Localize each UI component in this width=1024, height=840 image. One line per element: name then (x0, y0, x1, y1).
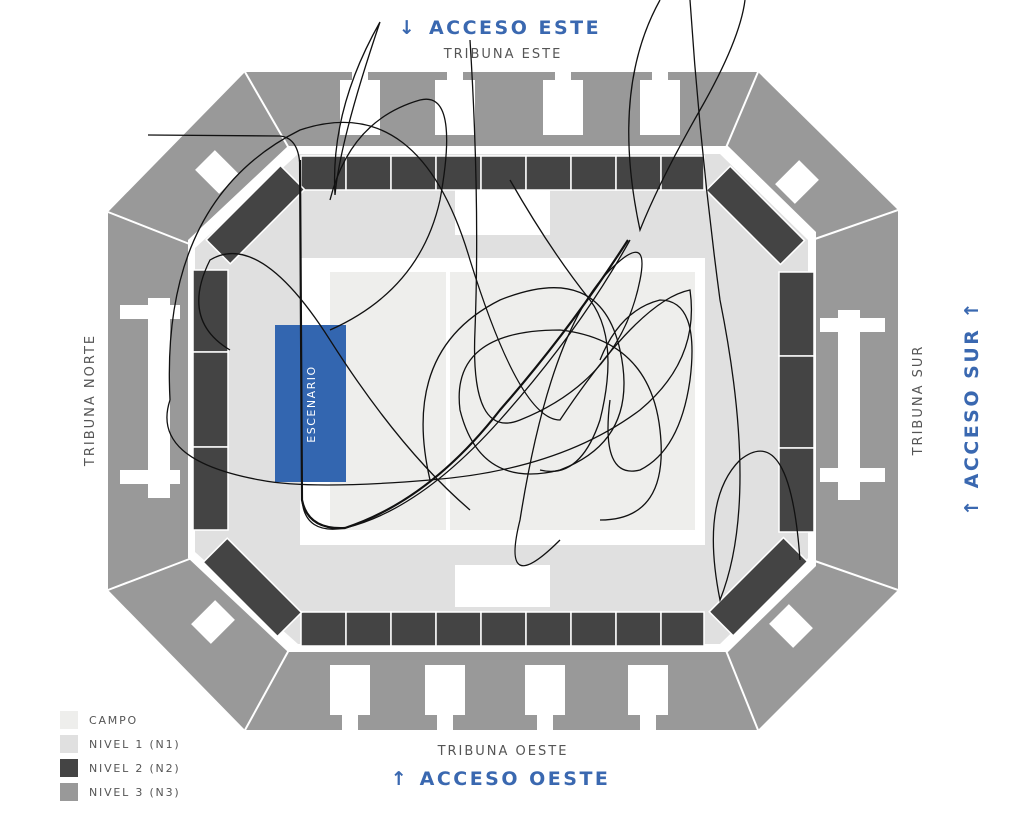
acceso-sur-label[interactable]: ↑ ACCESO SUR ↑ (961, 300, 983, 516)
legend-item-nivel-1: NIVEL 1 (N1) (60, 732, 180, 756)
nivel-2-blocks[interactable] (192, 155, 815, 647)
legend-item-campo: CAMPO (60, 708, 180, 732)
campo[interactable] (330, 272, 695, 530)
legend: CAMPO NIVEL 1 (N1) NIVEL 2 (N2) NIVEL 3 … (60, 708, 180, 804)
nivel-3-swatch (60, 783, 78, 801)
stage[interactable] (275, 325, 346, 482)
nivel-1-swatch (60, 735, 78, 753)
acceso-este-label[interactable]: ACCESO ESTE (429, 17, 601, 39)
scribble-annotations (147, 0, 801, 603)
campo-swatch (60, 711, 78, 729)
acceso-oeste-arrow: ↑ (391, 768, 409, 790)
tribuna-oeste-label: TRIBUNA OESTE (437, 744, 569, 759)
nivel-2-swatch (60, 759, 78, 777)
legend-label: NIVEL 2 (N2) (89, 761, 181, 775)
tribuna-sur-label: TRIBUNA SUR (911, 345, 926, 457)
legend-item-nivel-2: NIVEL 2 (N2) (60, 756, 180, 780)
legend-label: CAMPO (89, 713, 138, 727)
tribuna-este-label: TRIBUNA ESTE (443, 47, 563, 62)
legend-label: NIVEL 1 (N1) (89, 737, 181, 751)
legend-label: NIVEL 3 (N3) (89, 785, 181, 799)
legend-item-nivel-3: NIVEL 3 (N3) (60, 780, 180, 804)
section-dividers (107, 71, 899, 731)
acceso-oeste-label[interactable]: ACCESO OESTE (420, 768, 611, 790)
acceso-este-arrow: ↓ (399, 17, 417, 39)
stage-label: ESCENARIO (305, 365, 318, 442)
tribuna-norte-label: TRIBUNA NORTE (83, 334, 98, 467)
vomitories (120, 72, 885, 730)
